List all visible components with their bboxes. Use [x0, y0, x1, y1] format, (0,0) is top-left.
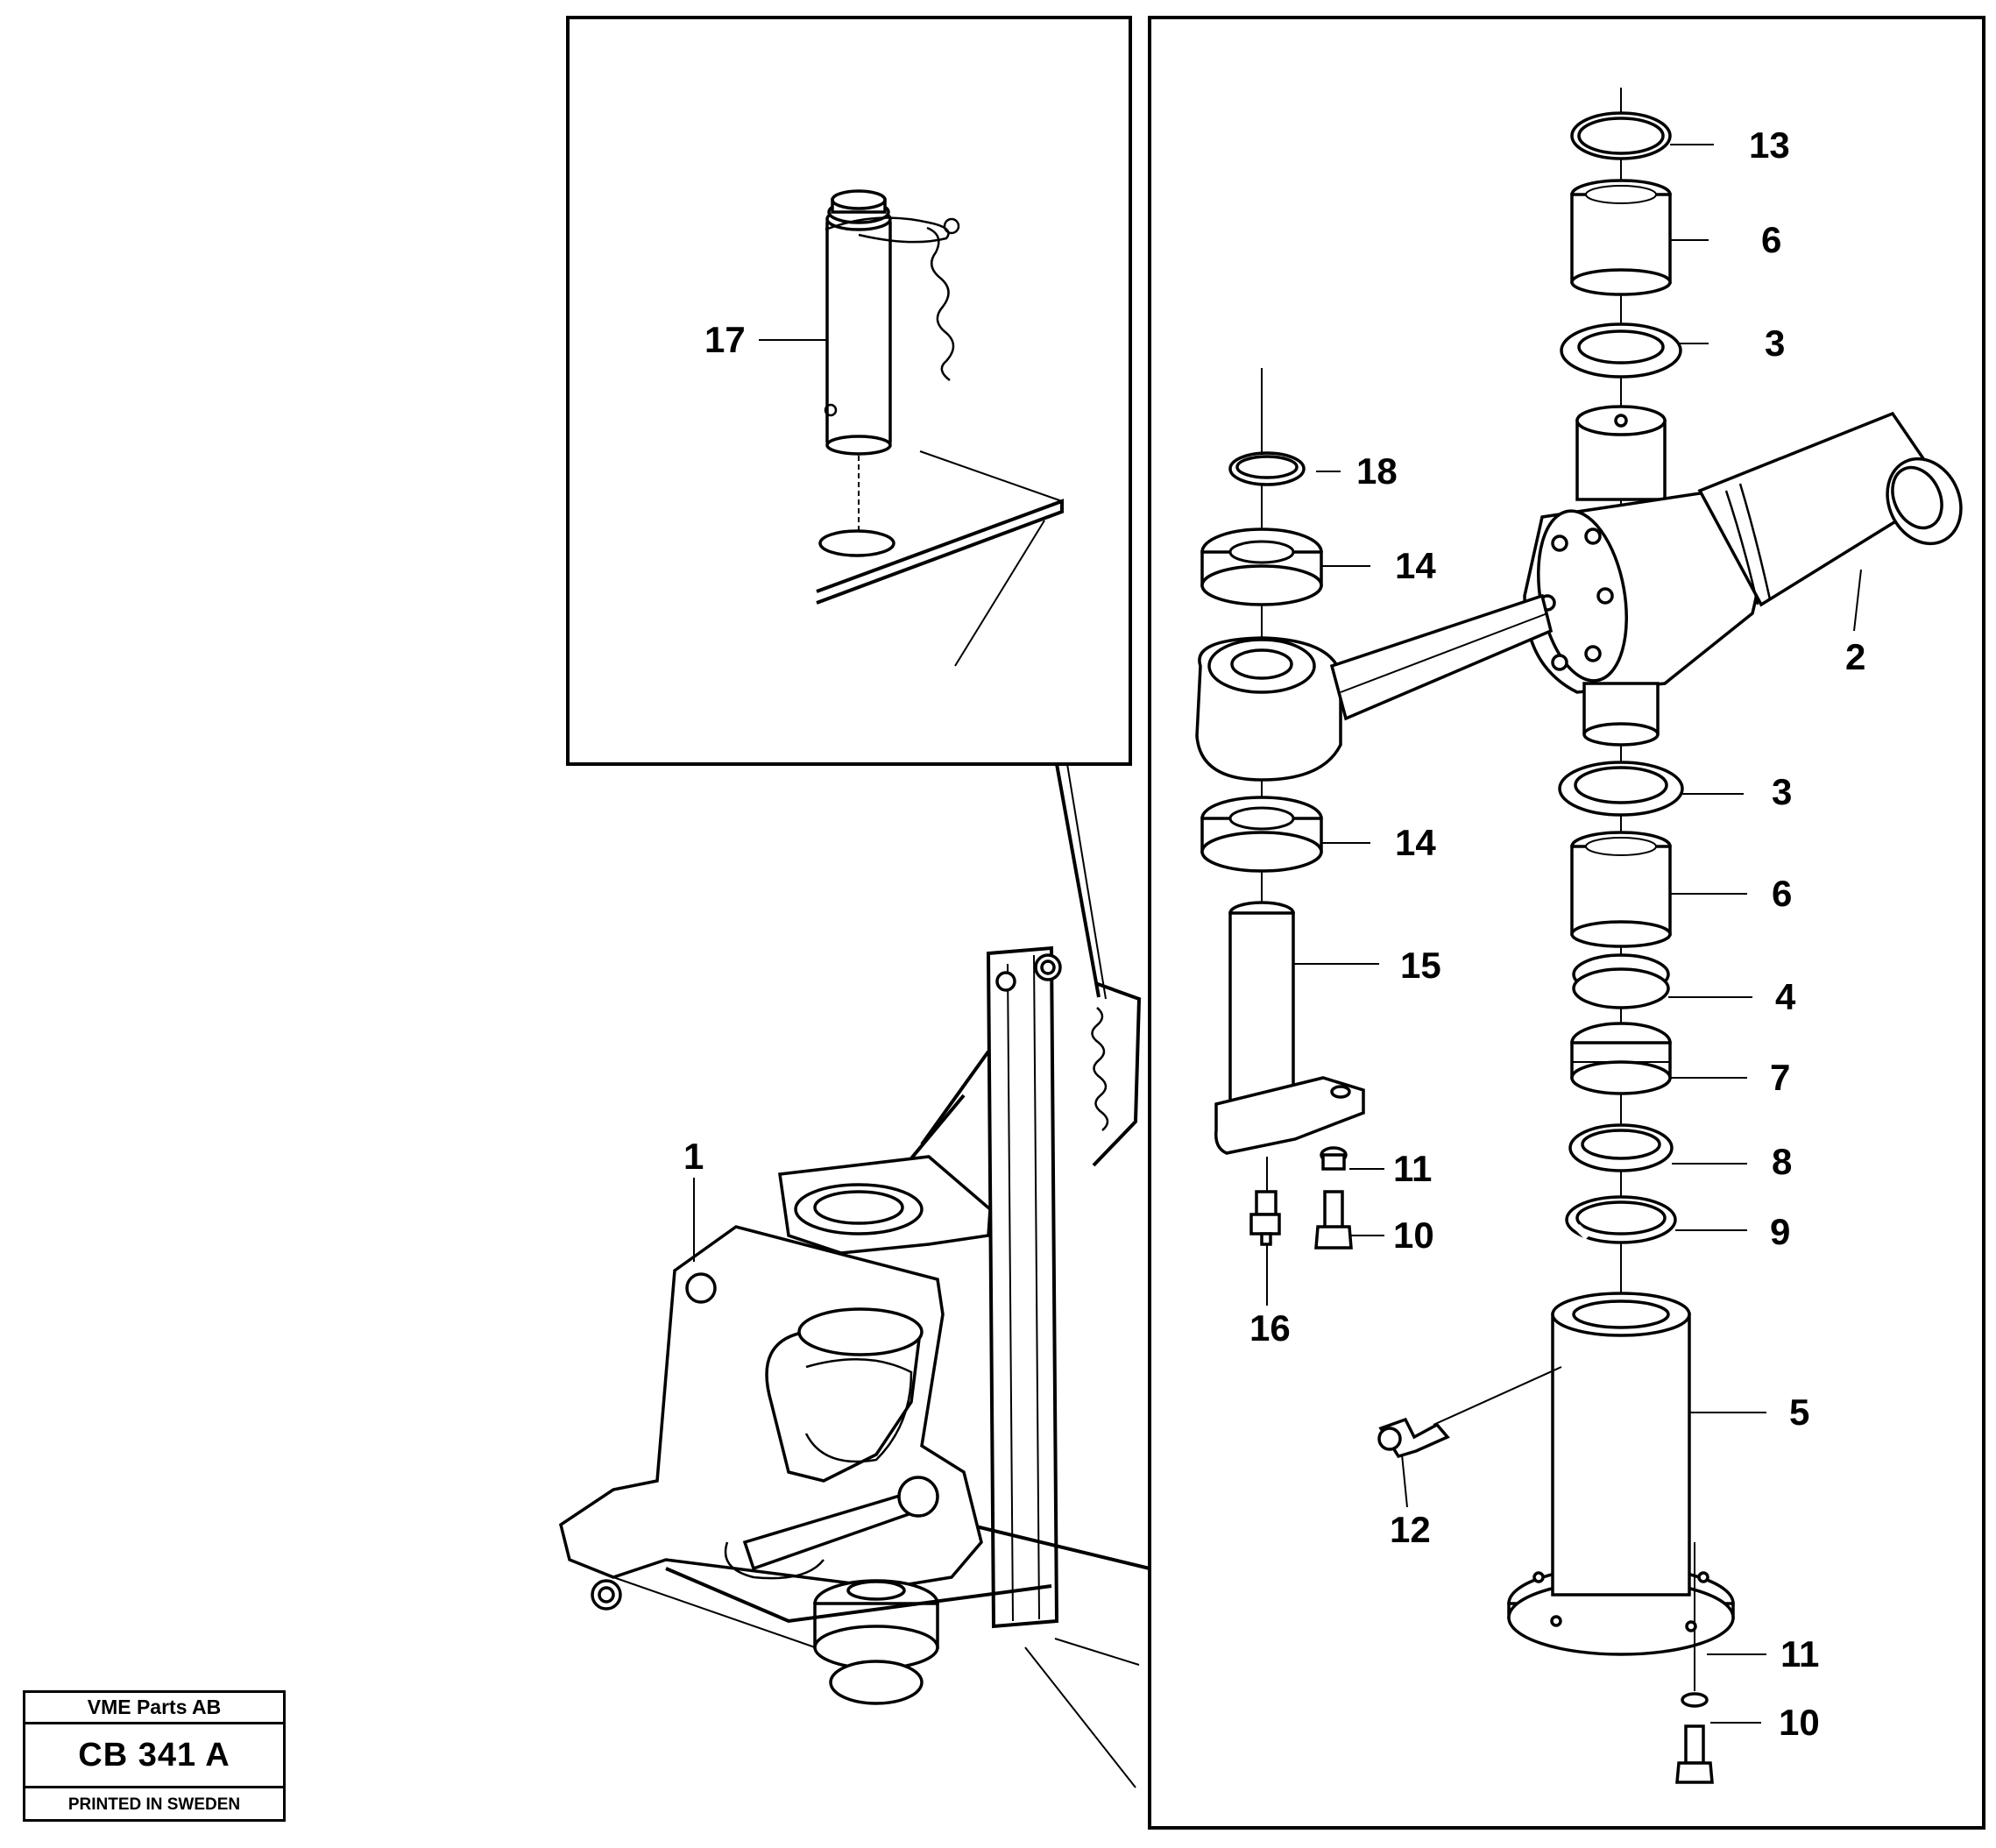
callout-11-right: 11 — [1780, 1633, 1819, 1675]
callout-14-upper: 14 — [1395, 545, 1436, 586]
callout-2: 2 — [1845, 636, 1865, 677]
callout-4: 4 — [1775, 976, 1796, 1017]
left-column-parts — [1195, 368, 1554, 1306]
callout-6-lower: 6 — [1772, 873, 1792, 914]
callout-17: 17 — [704, 319, 746, 360]
callout-18: 18 — [1356, 450, 1398, 492]
callout-10-right: 10 — [1779, 1702, 1820, 1743]
callout-6-upper: 6 — [1761, 219, 1781, 260]
callout-1: 1 — [683, 1136, 704, 1177]
callout-11-left: 11 — [1393, 1148, 1432, 1189]
callout-3-lower: 3 — [1772, 771, 1792, 812]
callout-13: 13 — [1749, 124, 1790, 166]
stamp-code: CB 341 A — [25, 1724, 283, 1788]
leader-lines — [693, 144, 1862, 1724]
callout-12: 12 — [1390, 1509, 1431, 1550]
inset-pin-assembly — [816, 189, 1064, 667]
stamp-printed: PRINTED IN SWEDEN — [67, 1795, 241, 1814]
callout-7: 7 — [1770, 1057, 1790, 1098]
callout-10-left: 10 — [1393, 1214, 1434, 1256]
callout-labels: 1 2 3 3 4 5 6 6 7 8 9 10 10 11 11 12 13 … — [683, 124, 1865, 1743]
callout-8: 8 — [1772, 1141, 1792, 1182]
callout-14-lower: 14 — [1395, 822, 1436, 863]
hitch-assembly — [559, 945, 1142, 1788]
callout-15: 15 — [1400, 945, 1441, 986]
callout-5: 5 — [1789, 1391, 1809, 1433]
stamp-company: VME Parts AB — [25, 1693, 283, 1724]
callout-16: 16 — [1249, 1307, 1291, 1349]
title-stamp: VME Parts AB CB 341 A PRINTED IN SWEDEN — [23, 1690, 286, 1822]
right-column-parts — [1377, 88, 1963, 1784]
callout-9: 9 — [1770, 1211, 1790, 1252]
callout-3-upper: 3 — [1765, 322, 1785, 364]
